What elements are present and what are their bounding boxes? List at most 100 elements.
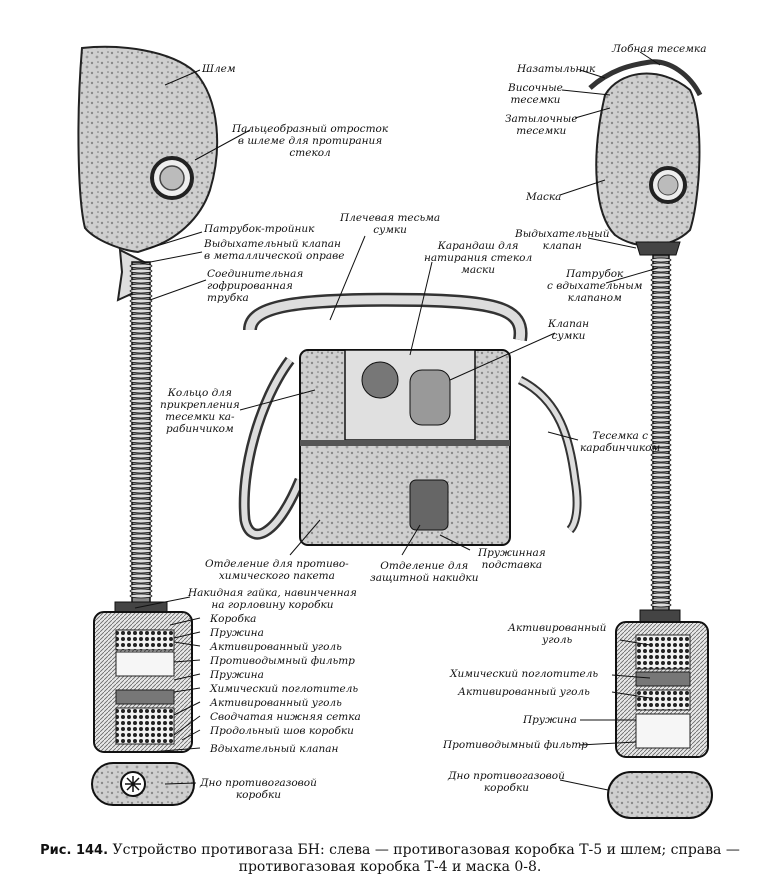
tube-ring [129,388,153,394]
tube-ring [650,282,672,288]
tube-ring [650,522,672,528]
tube-ring [129,268,153,274]
tube-ring [129,468,153,474]
figure-caption: Рис. 144. Устройство противогаза БН: сле… [40,842,740,876]
tube-ring [650,502,672,508]
tube-ring [650,482,672,488]
tube-ring [650,402,672,408]
tube-ring [650,547,672,553]
tube-ring [650,367,672,373]
label-bottom-mesh: Сводчатая нижняя сетка [210,711,361,723]
tube-ring [650,507,672,513]
tube-ring [129,403,153,409]
tube-ring [129,383,153,389]
tube-ring [129,578,153,584]
tube-ring [129,473,153,479]
tube-ring [650,377,672,383]
label-inhale-pipe: Патрубок с вдыхательным клапаном [547,268,643,304]
caption-text: Устройство противогаза БН: слева — проти… [108,842,740,875]
tube-ring [129,413,153,419]
tube-ring [129,453,153,459]
tube-ring [650,552,672,558]
tube-ring [650,592,672,598]
tube-ring [650,587,672,593]
tube-ring [650,397,672,403]
tube-ring [650,337,672,343]
tube-ring [129,348,153,354]
tube-ring [129,288,153,294]
tube-ring [650,532,672,538]
label-spring-2: Пружина [210,669,264,681]
tube-ring [650,292,672,298]
tube-ring [129,543,153,549]
tube-ring [650,417,672,423]
label-back-straps: Затылочные тесемки [505,113,578,137]
tube-ring [650,567,672,573]
tube-ring [650,342,672,348]
label-shoulder-strap: Плечевая тесьма сумки [340,212,441,236]
label-spring-stand: Пружинная подставка [478,547,546,571]
tube-ring [650,442,672,448]
tube-ring [129,528,153,534]
label-seam: Продольный шов коробки [210,725,354,737]
label-corrugated-tube: Соединительная гофрированная трубка [207,268,304,304]
tube-ring [650,582,672,588]
label-carbon-2: Активированный уголь [210,697,342,709]
tube-ring [129,583,153,589]
leader-lines [134,51,661,791]
tube-ring [650,492,672,498]
tube-ring [650,487,672,493]
label-spring-1: Пружина [210,627,264,639]
label-pencil: Карандаш для натирания стекол маски [424,240,533,276]
tube-ring [129,558,153,564]
label-right-chem: Химический поглотитель [450,668,599,680]
tube-ring [129,418,153,424]
label-carbon-1: Активированный уголь [210,641,342,653]
tube-ring [650,427,672,433]
tube-ring [650,277,672,283]
tube-ring [129,423,153,429]
tube-ring [129,293,153,299]
tube-ring [650,462,672,468]
label-right-spring: Пружина [523,714,577,726]
tube-ring [129,313,153,319]
tube-ring [650,262,672,268]
tube-ring [650,542,672,548]
tube-ring [129,278,153,284]
tube-ring [650,307,672,313]
label-tee-pipe: Патрубок-тройник [204,223,315,235]
tube-ring [129,553,153,559]
tube-ring [129,483,153,489]
tube-ring [129,343,153,349]
tube-ring [650,597,672,603]
left-box-bottom [91,762,195,806]
right-tube-rings [650,257,672,608]
label-finger-pocket: Пальцеобразный отросток в шлеме для прот… [232,123,389,159]
label-nape-pad: Назатыльник [517,63,596,75]
tube-ring [129,573,153,579]
tube-ring [129,283,153,289]
tube-ring [129,523,153,529]
tube-ring [650,437,672,443]
tube-ring [650,562,672,568]
label-carabiner-strap: Тесемка с карабинчиком [580,430,661,454]
tube-ring [129,448,153,454]
tube-ring [650,472,672,478]
label-ring: Кольцо для прикрепления тесемки ка- раби… [160,387,240,435]
tube-ring [129,593,153,599]
label-right-bottom: Дно противогазовой коробки [448,770,565,794]
tube-ring [129,378,153,384]
tube-ring [129,433,153,439]
tube-ring [650,382,672,388]
tube-ring [129,493,153,499]
tube-ring [129,303,153,309]
tube-ring [650,457,672,463]
label-bag-valve: Клапан сумки [548,318,590,342]
label-chem-absorber: Химический поглотитель [210,683,359,695]
tube-ring [650,322,672,328]
label-forehead-strap: Лобная тесемка [612,43,707,55]
tube-ring [129,563,153,569]
label-left-bottom: Дно противогазовой коробки [200,777,317,801]
